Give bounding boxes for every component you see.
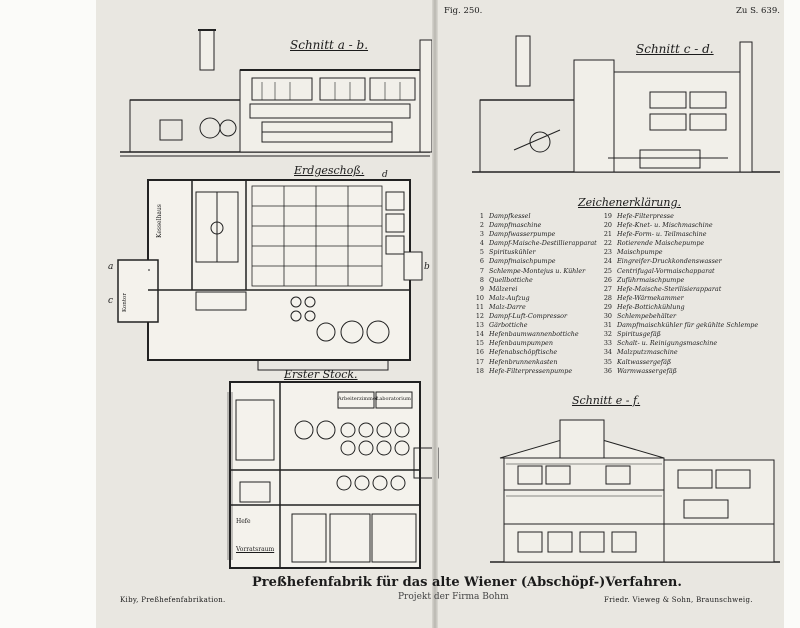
cut-marker-b: b [424, 262, 430, 272]
section-ab-title: Schnitt a - b. [290, 38, 369, 52]
section-ef-drawing [490, 419, 780, 563]
room-label-office: Kontor [122, 293, 128, 312]
first-floor-plan [227, 381, 439, 569]
cut-marker-a: a [108, 262, 114, 272]
fig-label: Fig. 250. [444, 6, 483, 16]
room-label-boiler: Kesselhaus [156, 204, 163, 238]
legend-title: Zeichenerklärung. [578, 196, 681, 209]
room-label-workers: Arbeiterzimmer [338, 396, 379, 402]
plate-title: Preßhefenfabrik für das alte Wiener (Abs… [252, 575, 682, 590]
right-credit: Friedr. Vieweg & Sohn, Braunschweig. [604, 596, 753, 604]
section-ef-title: Schnitt e - f. [572, 394, 641, 407]
plate-subtitle: Projekt der Firma Bohm [398, 592, 509, 602]
ground-floor-title: Erdgeschoß. [294, 164, 365, 177]
left-credit: Kiby, Preßhefenfabrikation. [120, 596, 226, 604]
book-fold [432, 0, 438, 628]
cut-marker-d: d [382, 170, 388, 180]
ground-floor-plan [117, 179, 423, 371]
left-margin [0, 0, 96, 628]
room-label-yeast: Hefe [236, 518, 251, 525]
section-cd-title: Schnitt c - d. [636, 42, 714, 56]
section-cd-drawing [472, 35, 780, 173]
right-margin [784, 0, 800, 628]
page-reference: Zu S. 639. [736, 6, 780, 16]
room-label-storage: Vorratsraum [236, 546, 275, 553]
section-ab-drawing [120, 29, 433, 157]
room-label-laboratory: Laboratorium [376, 396, 411, 402]
cut-marker-c: c [108, 296, 114, 306]
first-floor-title: Erster Stock. [284, 368, 358, 381]
